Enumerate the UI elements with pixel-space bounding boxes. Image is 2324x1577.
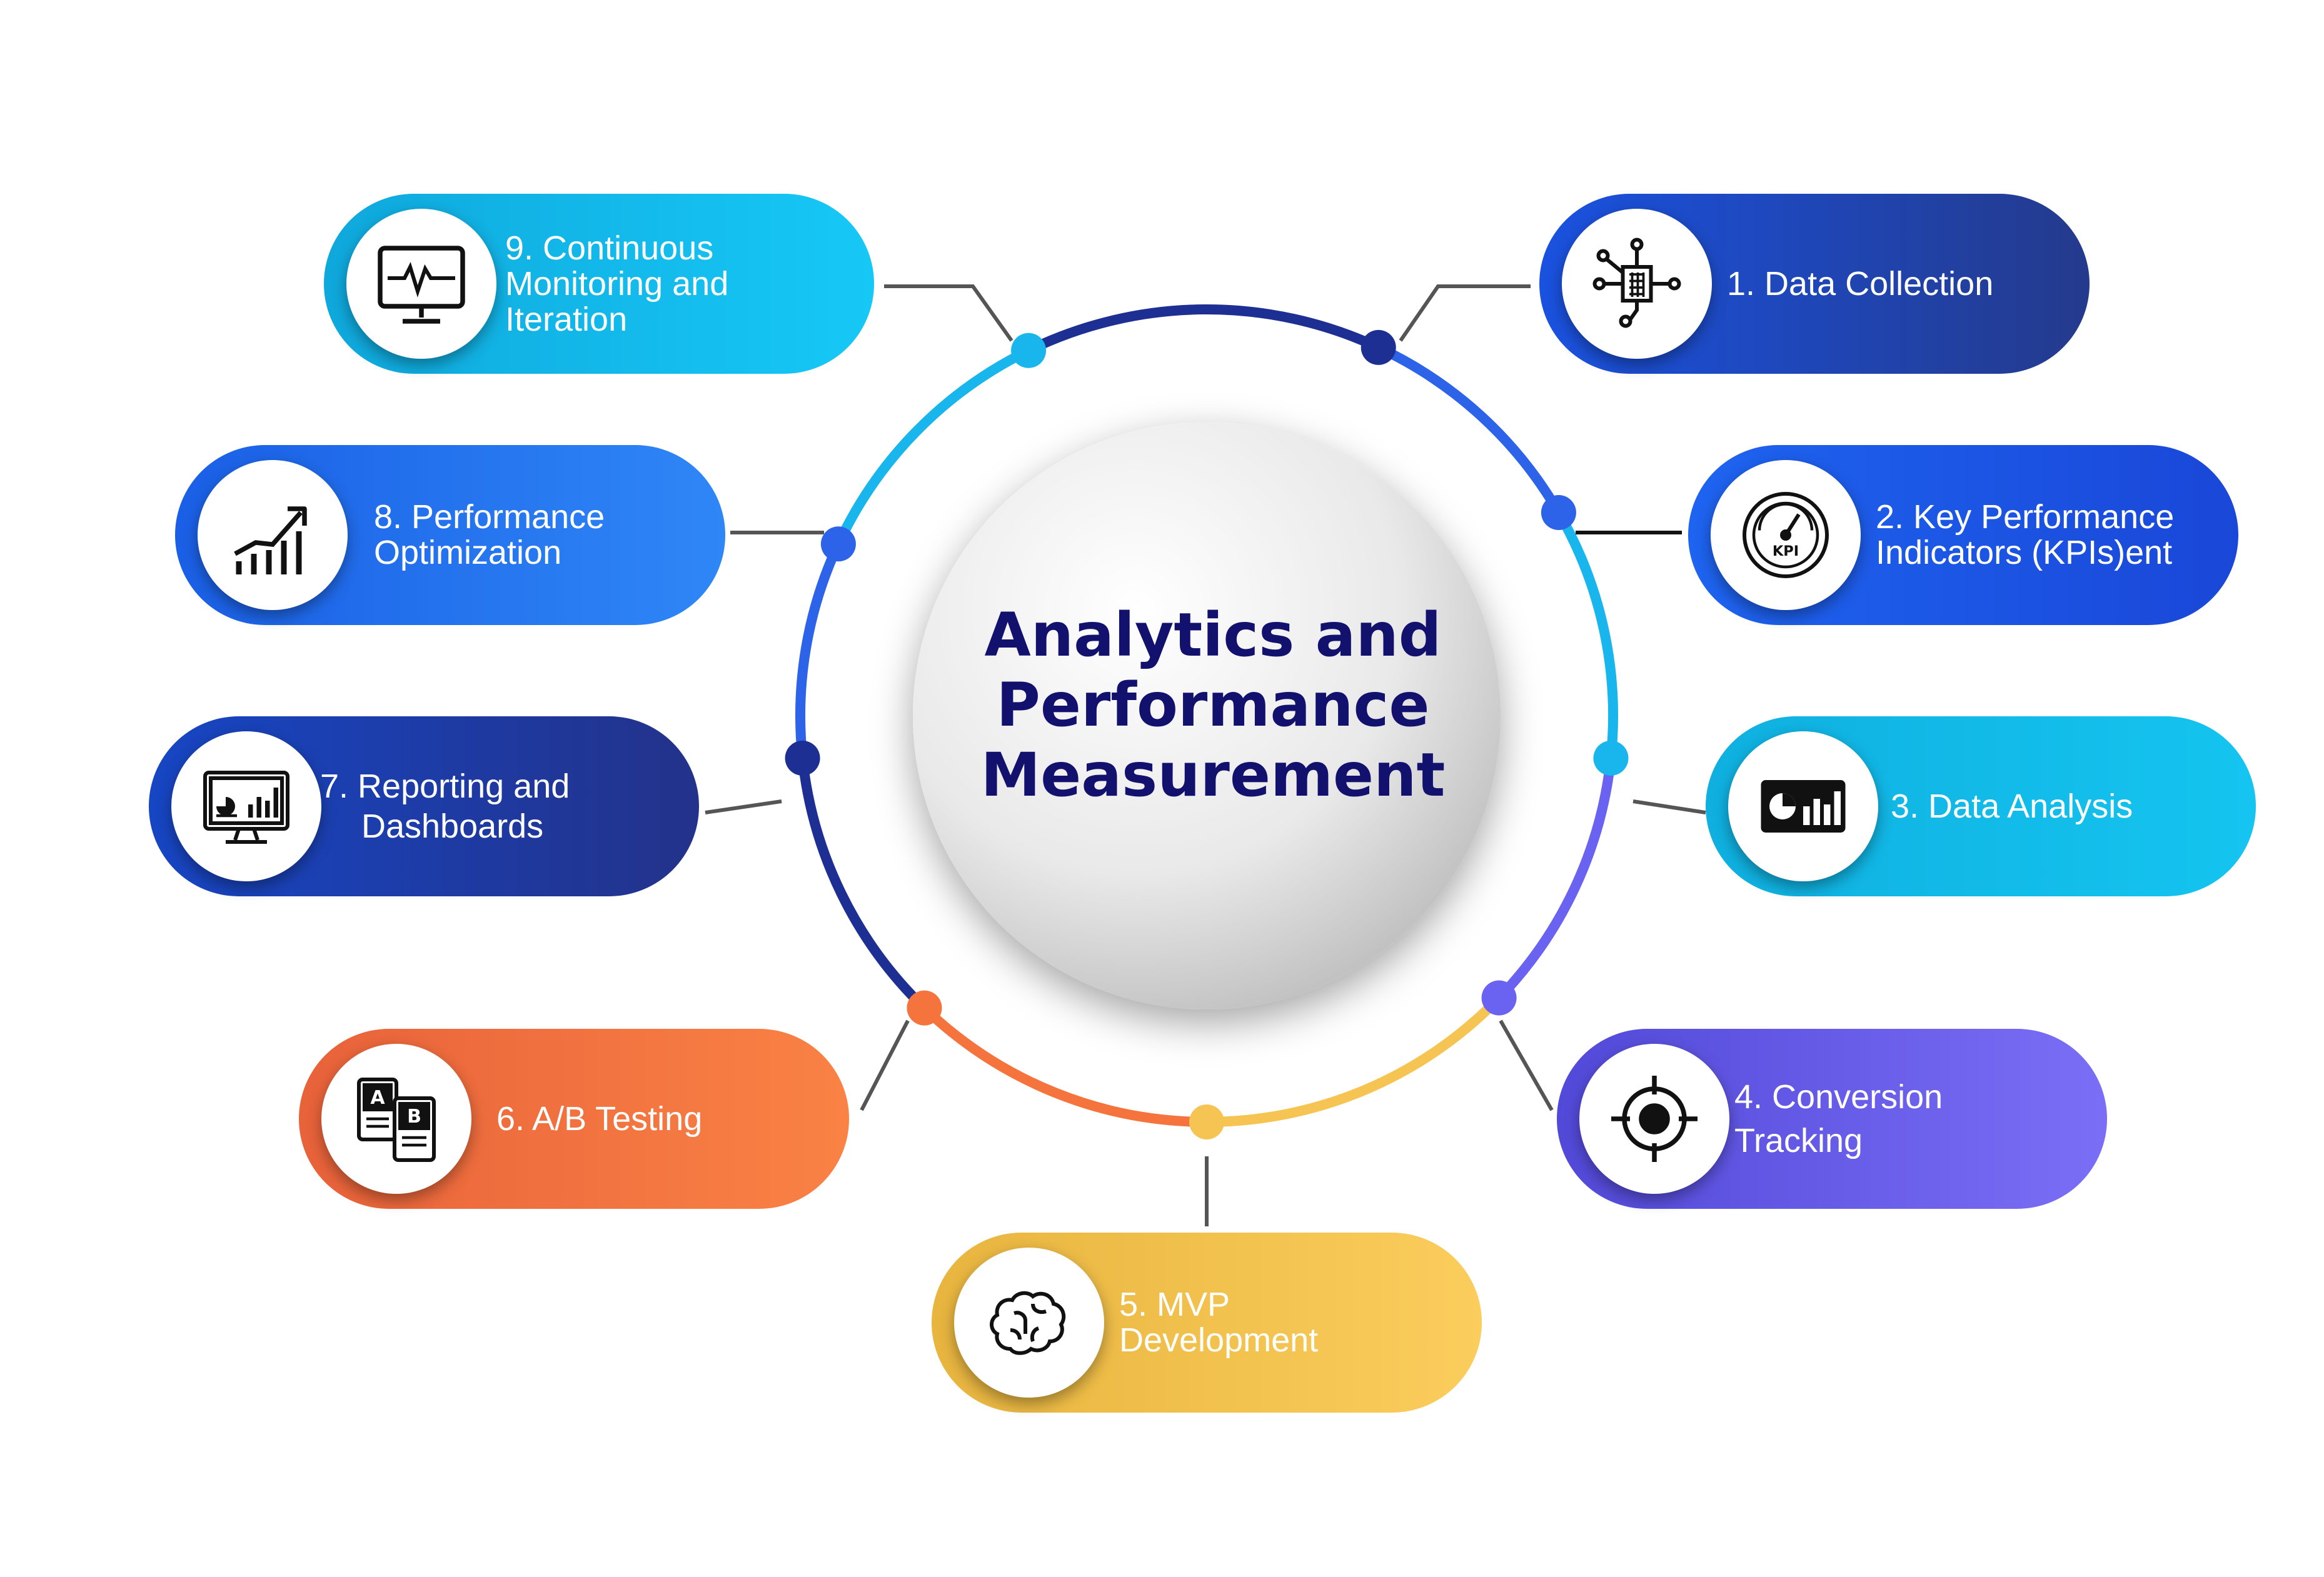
connector-data-collection bbox=[1399, 284, 1531, 342]
step-9-label-line-2: Monitoring and bbox=[505, 264, 729, 303]
data-analysis-icon bbox=[1728, 731, 1878, 881]
center-title-line-3: Measurement bbox=[980, 740, 1446, 810]
ring-arc-2-3 bbox=[1553, 508, 1618, 763]
ring-arc-6-7 bbox=[797, 753, 930, 1013]
kpi-gauge-icon: KPI bbox=[1711, 460, 1861, 610]
ring-arc-7-8 bbox=[795, 539, 843, 763]
step-4-label-line-1: 4. Conversion bbox=[1734, 1078, 1943, 1116]
connector-data-analysis bbox=[1632, 799, 1706, 814]
connector-lines bbox=[705, 284, 1706, 1226]
step-kpis: KPI 2. Key Performance Indicators (KPIs)… bbox=[1688, 445, 2238, 625]
ring-dot-data-analysis bbox=[1593, 740, 1629, 776]
step-9-label-line-1: 9. Continuous bbox=[505, 229, 714, 267]
heartbeat-monitor-icon bbox=[346, 209, 496, 359]
ring-arc-1-2 bbox=[1373, 342, 1564, 518]
step-1-label: 1. Data Collection bbox=[1727, 264, 1994, 303]
step-data-analysis: 3. Data Analysis bbox=[1706, 716, 2256, 896]
target-icon bbox=[1579, 1044, 1729, 1194]
ring-arc-3-4 bbox=[1494, 753, 1616, 1003]
step-continuous-monitoring: 9. Continuous Monitoring and Iteration bbox=[324, 194, 874, 374]
svg-text:B: B bbox=[407, 1106, 421, 1128]
ring-arc-5-6 bbox=[919, 1003, 1212, 1127]
connector-continuous-monitoring bbox=[884, 284, 1014, 342]
connector-reporting-dashboards bbox=[705, 799, 782, 814]
data-collection-icon bbox=[1562, 209, 1712, 359]
ring-dot-conversion-tracking bbox=[1481, 980, 1517, 1016]
svg-text:KPI: KPI bbox=[1773, 543, 1799, 559]
ring-dots bbox=[785, 329, 1629, 1139]
ring-dot-continuous-monitoring bbox=[1011, 333, 1047, 368]
step-2-label-line-2: Indicators (KPIs)ent bbox=[1876, 534, 2173, 571]
growth-chart-icon bbox=[198, 460, 348, 610]
step-ab-testing: A B 6. A/B Testing bbox=[299, 1029, 849, 1209]
brain-icon bbox=[954, 1248, 1104, 1398]
ring-dot-performance-optimization bbox=[820, 526, 856, 562]
ring-dot-reporting-dashboards bbox=[785, 740, 820, 776]
step-performance-optimization: 8. Performance Optimization bbox=[175, 445, 725, 625]
step-7-label-line-1: 7. Reporting and bbox=[320, 768, 570, 805]
center-title-line-1: Analytics and bbox=[984, 600, 1442, 670]
step-7-label-line-2: Dashboards bbox=[361, 808, 544, 845]
step-8-label-line-1: 8. Performance bbox=[374, 498, 605, 536]
ring-dot-mvp-development bbox=[1189, 1104, 1224, 1139]
ring-arc-4-5 bbox=[1202, 993, 1504, 1127]
step-8-label-line-2: Optimization bbox=[374, 534, 562, 571]
svg-text:A: A bbox=[370, 1087, 385, 1109]
center-title-line-2: Performance bbox=[996, 670, 1430, 740]
connector-ab-testing bbox=[860, 1019, 910, 1111]
ring-dot-kpis bbox=[1541, 495, 1576, 530]
center-title: Analytics and Performance Measurement bbox=[919, 600, 1507, 810]
center-hub bbox=[913, 422, 1501, 1009]
step-data-collection: 1. Data Collection bbox=[1539, 194, 2090, 374]
connector-conversion-tracking bbox=[1499, 1019, 1554, 1111]
ring-arcs bbox=[795, 304, 1618, 1127]
step-5-label-line-1: 5. MVP bbox=[1119, 1286, 1230, 1323]
ab-testing-icon: A B bbox=[321, 1044, 471, 1194]
ring-arc-top bbox=[1024, 304, 1384, 356]
ring-dot-ab-testing bbox=[907, 990, 942, 1026]
step-5-label-line-2: Development bbox=[1119, 1321, 1319, 1359]
step-2-label-line-1: 2. Key Performance bbox=[1876, 498, 2175, 536]
ring-dot-data-collection bbox=[1361, 329, 1396, 365]
step-3-label: 3. Data Analysis bbox=[1891, 787, 2133, 825]
ring-arc-8-9 bbox=[833, 345, 1034, 549]
step-mvp-development: 5. MVP Development bbox=[932, 1233, 1482, 1413]
step-reporting-dashboards: 7. Reporting and Dashboards bbox=[149, 716, 699, 896]
dashboard-monitor-icon bbox=[171, 731, 321, 881]
step-conversion-tracking: 4. Conversion Tracking bbox=[1557, 1029, 2107, 1209]
step-9-label-line-3: Iteration bbox=[505, 300, 628, 338]
step-6-label: 6. A/B Testing bbox=[496, 1099, 703, 1138]
step-4-label-line-2: Tracking bbox=[1734, 1122, 1863, 1159]
